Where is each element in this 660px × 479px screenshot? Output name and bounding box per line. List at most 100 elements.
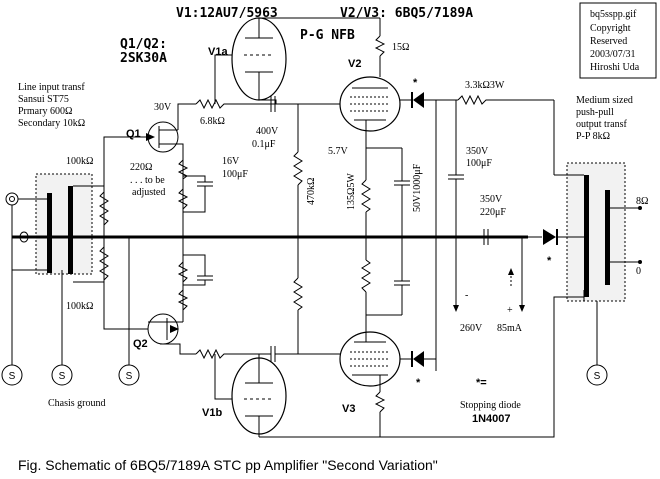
label-r-in-bot: 100kΩ — [66, 301, 93, 312]
current-arrowhead — [508, 268, 514, 275]
resistor-q2 — [177, 289, 189, 311]
arrow-plus — [519, 305, 525, 312]
resistor-470k — [293, 151, 303, 186]
label-r-load: 6.8kΩ — [200, 116, 225, 127]
input-transf-label: Line input transf — [18, 82, 85, 93]
input-terminal — [19, 231, 29, 243]
heading-v2v3: V2/V3: 6BQ5/7189A — [340, 6, 473, 21]
input-jack — [5, 192, 19, 206]
output-tap-0: 0 — [636, 266, 641, 277]
resistor-15 — [374, 35, 386, 57]
copyright-line: Copyright — [590, 23, 631, 34]
input-transf-label: Secondary 10kΩ — [18, 118, 85, 129]
label-5-7v: 5.7V — [328, 146, 349, 157]
output-core-bar — [584, 175, 589, 297]
label-c-src-val: 100μF — [222, 169, 248, 180]
wire — [178, 143, 184, 237]
input-core-bar — [47, 193, 52, 273]
label-plus: + — [507, 305, 513, 316]
wire — [103, 282, 148, 330]
diode-output — [543, 229, 556, 245]
wire — [177, 103, 196, 130]
label-85ma: 85mA — [497, 323, 523, 334]
label-r-g2: 15Ω — [392, 42, 409, 53]
label-c-src-v: 16V — [222, 156, 240, 167]
wire — [183, 175, 206, 182]
resistor-470k-lower — [293, 277, 303, 311]
wire — [160, 343, 196, 355]
label-v1a: V1a — [208, 46, 228, 58]
ground-symbol — [51, 364, 73, 386]
wire — [214, 54, 232, 104]
label-adjust1: . . . to be — [130, 175, 165, 186]
label-c-main-val: 220μF — [480, 207, 506, 218]
star-output: * — [547, 255, 552, 267]
label-v3: V3 — [342, 403, 355, 415]
resistor-6k8 — [195, 98, 276, 110]
label-c-coup-val: 0.1μF — [252, 139, 276, 150]
resistor-15-lower — [374, 391, 386, 413]
input-core-bar — [68, 186, 73, 274]
figure-caption: Fig. Schematic of 6BQ5/7189A STC pp Ampl… — [18, 457, 438, 473]
input-transf-label: Prmary 600Ω — [18, 106, 72, 117]
copyright-line: bq5sspp.gif — [590, 9, 637, 20]
output-core-bar — [605, 190, 610, 285]
label-r-cath: 135Ω5W — [346, 173, 357, 210]
input-transformer-box — [35, 173, 93, 275]
input-transf-label: Sansui ST75 — [18, 94, 69, 105]
output-tap-8: 8Ω — [636, 196, 648, 207]
label-stopping: Stopping diode — [460, 400, 521, 411]
copyright-line: Reserved — [590, 36, 627, 47]
resistor-source — [177, 188, 189, 210]
wire — [380, 296, 584, 438]
label-adjust2: adjusted — [132, 187, 165, 198]
output-transformer-box — [566, 162, 626, 302]
label-c-filt-v: 350V — [466, 146, 489, 157]
output-transf-label: push-pull — [576, 107, 614, 118]
output-terminal — [638, 206, 642, 210]
resistor-q2-load — [195, 348, 271, 360]
ground-label: S — [59, 371, 66, 382]
label-q1: Q1 — [126, 128, 141, 140]
wire — [183, 254, 206, 276]
star-v3: * — [416, 377, 421, 389]
copyright-line: 2003/07/31 — [590, 49, 636, 60]
star-v2: * — [413, 77, 418, 89]
label-star-note: *= — [476, 377, 487, 389]
label-260v: 260V — [460, 323, 483, 334]
heading-v1: V1:12AU7/5963 — [176, 6, 278, 21]
label-r-source: 220Ω — [130, 162, 152, 173]
copyright-line: Hiroshi Uda — [590, 62, 640, 73]
ground-label: S — [594, 371, 601, 382]
q2-gate-arrow — [170, 325, 179, 333]
resistor-3k3 — [457, 94, 554, 106]
resistor-100k-bottom — [99, 246, 109, 281]
ground-label: S — [126, 371, 133, 382]
q1-gate-arrow — [146, 133, 155, 141]
ground-label: S — [9, 371, 16, 382]
label-minus: - — [465, 290, 468, 301]
arrow-minus — [453, 305, 459, 312]
wire — [214, 354, 232, 400]
label-c-cath: 50V1000μF — [412, 163, 423, 212]
label-pg-nfb: P-G NFB — [300, 28, 355, 43]
label-r-grid: 470kΩ — [306, 178, 317, 205]
label-30v: 30V — [154, 102, 172, 113]
wire — [258, 72, 277, 104]
label-c-filt-val: 100μF — [466, 158, 492, 169]
heading-q1q2: Q1/Q2: — [120, 37, 167, 52]
diode-v2 — [413, 92, 424, 108]
output-transf-label: P-P 8kΩ — [576, 131, 610, 142]
output-transf-label: output transf — [576, 119, 627, 130]
wire — [183, 280, 206, 286]
resistor-135 — [361, 179, 371, 213]
heading-q1q2-type: 2SK30A — [120, 51, 167, 66]
label-v2: V2 — [348, 58, 361, 70]
resistor-source-q2 — [177, 261, 189, 283]
ground-symbol — [586, 364, 608, 386]
input-jack-center — [9, 196, 15, 202]
label-c-main-v: 350V — [480, 194, 503, 205]
label-r-in-top: 100kΩ — [66, 156, 93, 167]
